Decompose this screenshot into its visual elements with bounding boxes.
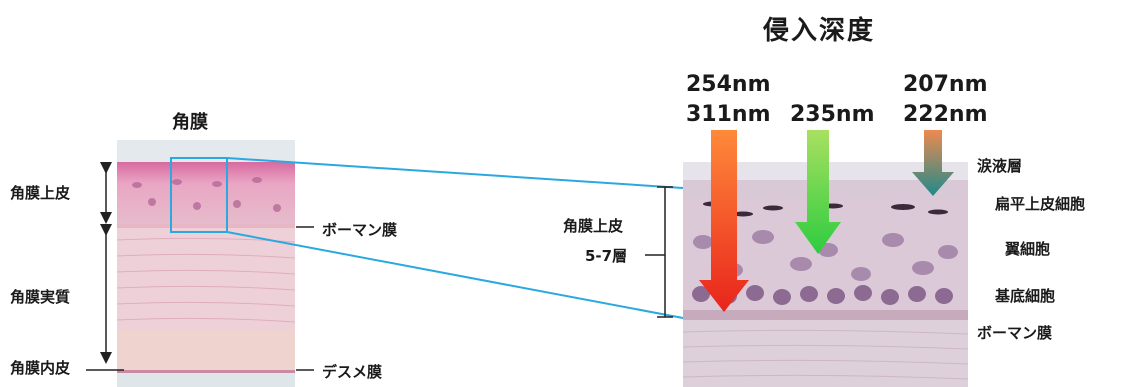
right-bowman-label: ボーマン膜	[977, 324, 1053, 342]
arrow-254-311nm	[699, 130, 749, 312]
cornea-title: 角膜	[172, 112, 208, 133]
left-bracket-arrows	[100, 162, 112, 364]
stroma-label: 角膜実質	[10, 288, 71, 306]
bowman-pointer-line	[296, 226, 314, 228]
wavelength-222: 222nm	[903, 102, 988, 127]
arrow-207-222nm	[912, 130, 954, 196]
endothelium-label: 角膜内皮	[10, 359, 71, 377]
epithelium-layer-count: 5-7層	[585, 247, 628, 265]
epithelium-bracket	[657, 186, 673, 318]
descemet-membrane-label: デスメ膜	[322, 363, 383, 381]
epithelium-bracket-tick	[645, 254, 665, 256]
squamous-cell-label: 扁平上皮細胞	[995, 195, 1086, 213]
epithelium-label: 角膜上皮	[10, 184, 71, 202]
tear-film-label: 涙液層	[977, 157, 1023, 175]
basal-cell-label: 基底細胞	[995, 287, 1056, 305]
cornea-histology-image	[117, 140, 295, 387]
wavelength-207: 207nm	[903, 72, 988, 97]
wavelength-group-1: 254nm 311nm	[686, 70, 771, 130]
wavelength-235: 235nm	[790, 102, 875, 127]
wavelength-group-2: 235nm	[790, 100, 875, 130]
wavelength-311: 311nm	[686, 102, 771, 127]
bowman-membrane-label: ボーマン膜	[322, 221, 398, 239]
penetration-arrows	[699, 130, 954, 312]
descemet-pointer-line	[296, 369, 314, 371]
arrow-235nm	[795, 130, 841, 254]
wavelength-group-3: 207nm 222nm	[903, 70, 988, 130]
penetration-depth-title: 侵入深度	[763, 16, 876, 46]
wing-cell-label: 翼細胞	[1005, 240, 1051, 258]
endothelium-pointer-line	[86, 369, 124, 371]
wavelength-254: 254nm	[686, 72, 771, 97]
right-epithelium-label: 角膜上皮	[563, 217, 624, 235]
